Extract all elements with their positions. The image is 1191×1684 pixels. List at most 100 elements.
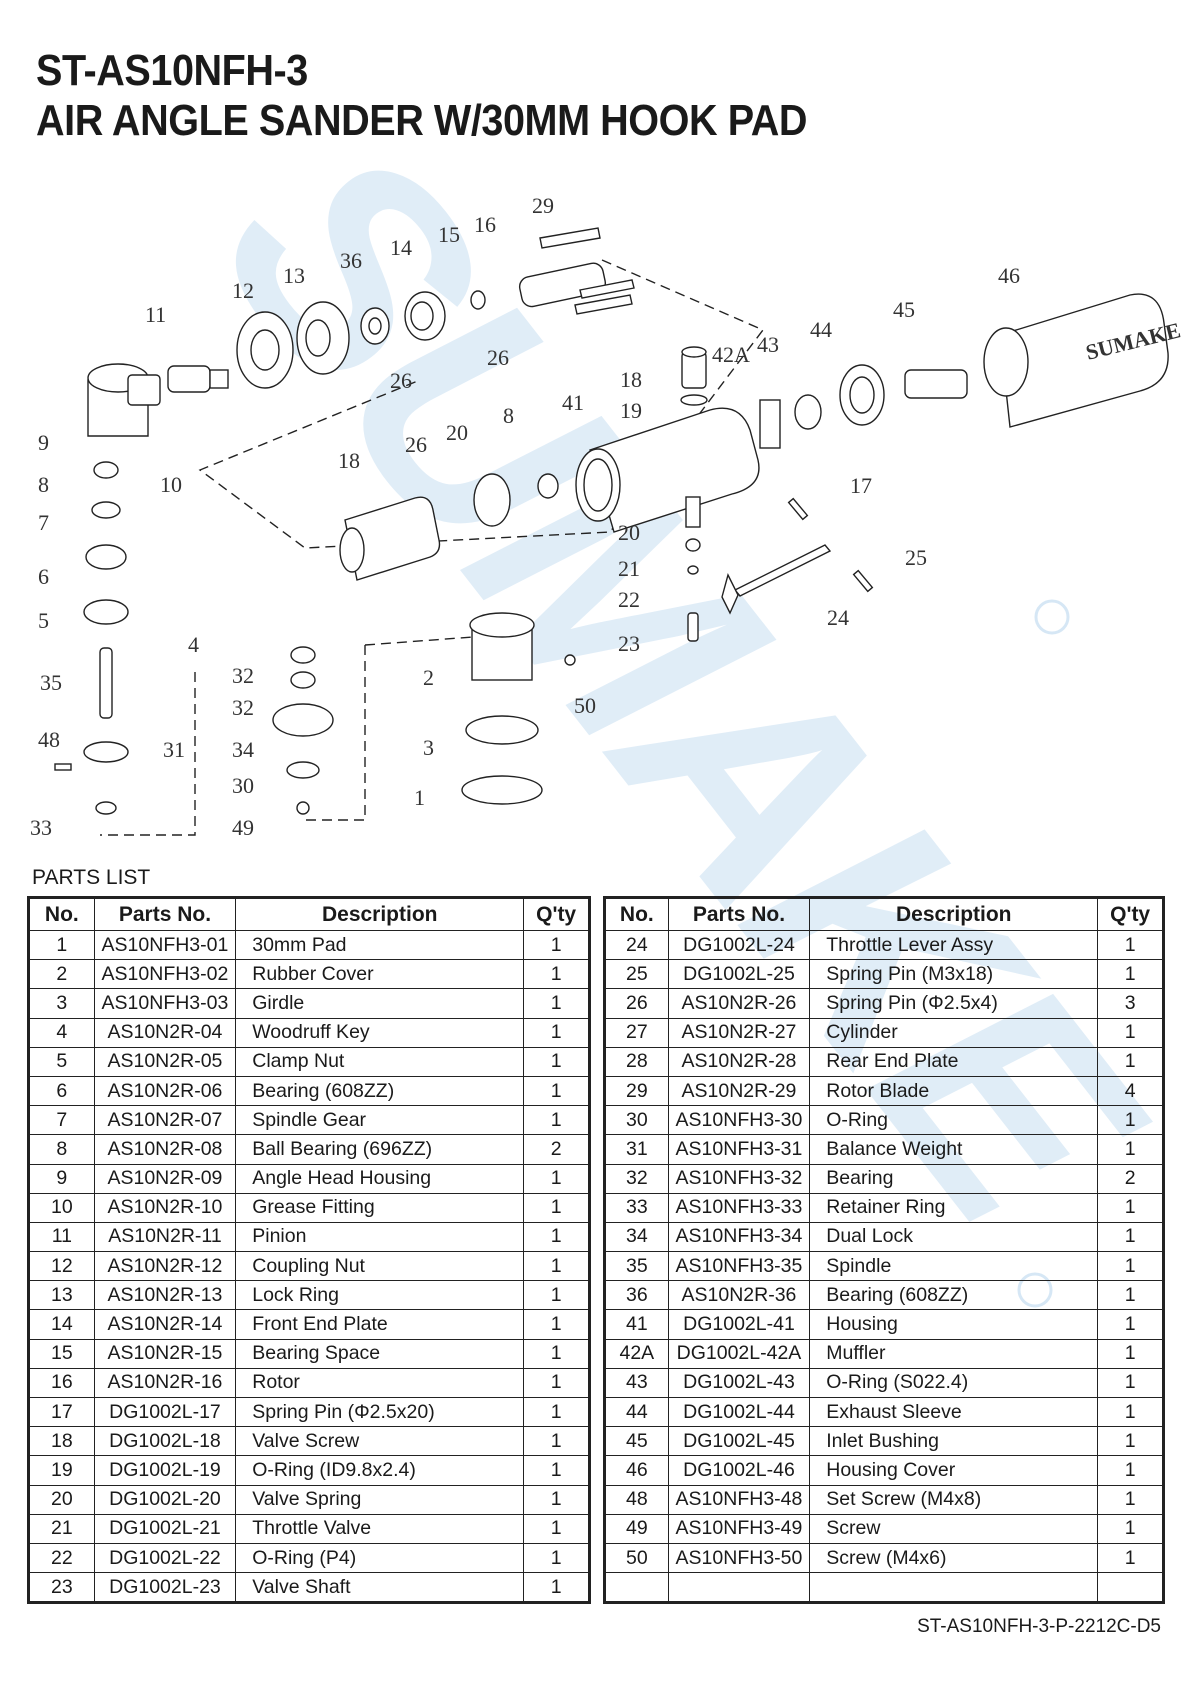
part-quantity: 1	[1097, 1046, 1164, 1077]
part-description: Pinion	[235, 1221, 525, 1253]
part-description: Bearing	[809, 1163, 1099, 1194]
part-quantity: 1	[1097, 1280, 1164, 1311]
part-number-index: 23	[28, 1572, 95, 1604]
part-number-index: 22	[28, 1542, 95, 1574]
part-code: AS10NFH3-35	[667, 1251, 811, 1282]
part-number-index: 21	[28, 1513, 95, 1544]
part-description: Spring Pin (Φ2.5x20)	[235, 1396, 525, 1428]
part-quantity: 1	[523, 1455, 590, 1486]
col-parts-no: Parts No.	[667, 897, 811, 931]
callout-25: 25	[905, 545, 927, 570]
part-quantity: 1	[1097, 1251, 1164, 1282]
title-block: ST-AS10NFH-3 AIR ANGLE SANDER W/30MM HOO…	[36, 46, 893, 146]
callout-44: 44	[810, 317, 832, 342]
part-code: AS10N2R-04	[93, 1017, 237, 1048]
part-code: DG1002L-21	[93, 1513, 237, 1544]
callout-45: 45	[893, 297, 915, 322]
part-number-index: 8	[28, 1134, 95, 1165]
part-description: Muffler	[809, 1338, 1099, 1369]
part-quantity: 1	[1097, 1017, 1164, 1048]
callout-32a: 32	[232, 663, 254, 688]
part-description: Angle Head Housing	[235, 1163, 525, 1194]
part-quantity: 1	[1097, 1192, 1164, 1223]
part-quantity: 4	[1097, 1075, 1164, 1107]
callout-50: 50	[574, 693, 596, 718]
part-code: AS10NFH3-31	[667, 1134, 811, 1165]
part-quantity: 1	[523, 1046, 590, 1077]
part-description: Lock Ring	[235, 1280, 525, 1311]
part-code: DG1002L-44	[667, 1396, 811, 1428]
part-number-index: 43	[604, 1367, 669, 1399]
part-quantity: 1	[523, 1075, 590, 1107]
part-code: DG1002L-22	[93, 1542, 237, 1574]
part-description: Throttle Valve	[235, 1513, 525, 1544]
callout-22: 22	[618, 587, 640, 612]
part-code: DG1002L-24	[667, 929, 811, 961]
part-description: Rotor Blade	[809, 1075, 1099, 1107]
part-description: Throttle Lever Assy	[809, 929, 1099, 961]
part-code: AS10N2R-26	[667, 988, 811, 1019]
col-description: Description	[235, 897, 525, 931]
part-number-index: 12	[28, 1251, 95, 1282]
part-number-index: 27	[604, 1017, 669, 1048]
callout-49: 49	[232, 815, 254, 840]
part-code: AS10NFH3-02	[93, 959, 237, 990]
part-quantity: 1	[1097, 1309, 1164, 1340]
part-code: AS10N2R-28	[667, 1046, 811, 1077]
part-number-index: 31	[604, 1134, 669, 1165]
callout-32b: 32	[232, 695, 254, 720]
part-quantity: 1	[1097, 1426, 1164, 1457]
part-number-index: 34	[604, 1221, 669, 1253]
part-number-index: 19	[28, 1455, 95, 1486]
callout-33: 33	[30, 815, 52, 840]
part-code: AS10NFH3-01	[93, 929, 237, 961]
part-description: Valve Spring	[235, 1484, 525, 1515]
part-number-index: 36	[604, 1280, 669, 1311]
part-number-index: 15	[28, 1338, 95, 1369]
part-quantity: 1	[1097, 929, 1164, 961]
part-code: AS10N2R-14	[93, 1309, 237, 1340]
part-description: Rubber Cover	[235, 959, 525, 990]
part-code: AS10N2R-08	[93, 1134, 237, 1165]
part-quantity: 1	[1097, 1367, 1164, 1399]
callout-10: 10	[160, 472, 182, 497]
callout-labels: 1 2 3 4 5 6 7 8 8 9 10 11 12 13 14 15 16…	[30, 193, 1020, 840]
part-number-index: 14	[28, 1309, 95, 1340]
part-number-index: 25	[604, 959, 669, 990]
col-no: No.	[604, 897, 669, 931]
part-quantity: 1	[523, 929, 590, 961]
part-description: Coupling Nut	[235, 1251, 525, 1282]
part-number-index: 16	[28, 1367, 95, 1399]
part-number-index: 1	[28, 929, 95, 961]
part-quantity: 1	[523, 1513, 590, 1544]
part-quantity: 1	[523, 1105, 590, 1136]
col-qty: Q'ty	[523, 897, 590, 931]
part-quantity: 1	[523, 959, 590, 990]
part-description: Set Screw (M4x8)	[809, 1484, 1099, 1515]
part-quantity: 2	[1097, 1163, 1164, 1194]
callout-9: 9	[38, 430, 49, 455]
part-description: Inlet Bushing	[809, 1426, 1099, 1457]
part-number-index: 50	[604, 1542, 669, 1574]
col-qty: Q'ty	[1097, 897, 1164, 931]
col-parts-no: Parts No.	[93, 897, 237, 931]
part-code: DG1002L-43	[667, 1367, 811, 1399]
part-description: Girdle	[235, 988, 525, 1019]
part-code: DG1002L-18	[93, 1426, 237, 1457]
callout-18b: 18	[620, 367, 642, 392]
